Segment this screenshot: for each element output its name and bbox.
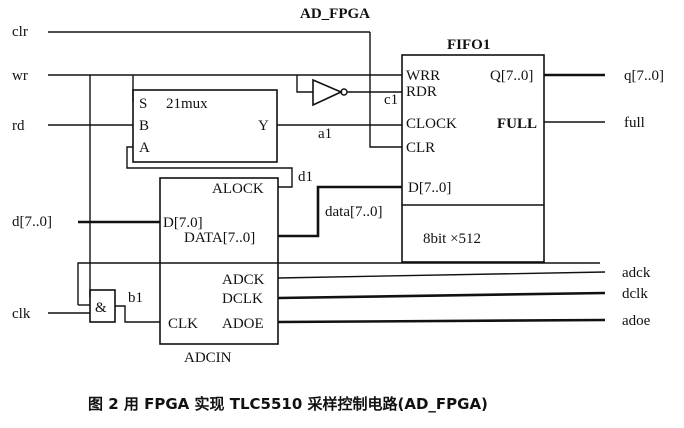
fifo-pin-rdr: RDR [406,84,437,100]
inverter-triangle [312,78,343,107]
fifo-pin-full: FULL [497,116,537,132]
mux-pin-y: Y [258,118,269,134]
input-clr-label: clr [12,24,28,40]
output-adoe-label: adoe [622,313,651,329]
fifo-name: FIFO1 [447,37,490,53]
fifo-block [401,54,545,263]
adc-pin-alock: ALOCK [212,181,264,197]
wire-wr-to-inverter [296,75,313,93]
bus-dclk [277,291,606,300]
adc-block [159,177,279,345]
bus-data [278,185,402,238]
wire-d1 [126,146,293,188]
net-c1-label: c1 [384,92,398,108]
mux-pin-s: S [139,96,147,112]
diagram-title: AD_FPGA [300,6,370,22]
and-gate-label: & [95,300,107,316]
input-wr-label: wr [12,68,28,84]
adc-pin-data: DATA[7..0] [184,230,255,246]
bus-adoe [277,318,606,324]
adc-name: ADCIN [184,350,232,366]
output-dclk-label: dclk [622,286,648,302]
net-a1-label: a1 [318,126,332,142]
output-q-label: q[7..0] [624,68,664,84]
figure-caption: 图 2 用 FPGA 实现 TLC5510 采样控制电路(AD_FPGA) [88,395,488,413]
adc-pin-clk: CLK [168,316,198,332]
net-data-label: data[7..0] [325,204,382,220]
fifo-size: 8bit ×512 [423,231,481,247]
net-b1-label: b1 [128,290,143,306]
wire-adck [277,271,606,279]
adc-pin-dclk: DCLK [222,291,263,307]
adc-pin-adck: ADCK [222,272,265,288]
fifo-pin-q: Q[7..0] [490,68,533,84]
fifo-pin-clock: CLOCK [406,116,457,132]
input-rd-label: rd [12,118,25,134]
mux-block [132,89,278,163]
wire-adoe-feedback-top [77,262,600,305]
fifo-pin-d: D[7..0] [408,180,451,196]
output-full-label: full [624,115,645,131]
wire-b1 [115,305,160,323]
output-adck-label: adck [622,265,651,281]
fifo-pin-wrr: WRR [406,68,440,84]
adc-pin-adoe: ADOE [222,316,264,332]
mux-pin-a: A [139,140,150,156]
net-d1-label: d1 [298,169,313,185]
mux-name: 21mux [166,96,208,112]
input-d-label: d[7..0] [12,214,52,230]
wire-clr-to-fifo [369,32,402,148]
mux-pin-b: B [139,118,149,134]
adc-pin-d: D[7.0] [163,215,203,231]
fifo-pin-clr: CLR [406,140,435,156]
input-clk-label: clk [12,306,31,322]
